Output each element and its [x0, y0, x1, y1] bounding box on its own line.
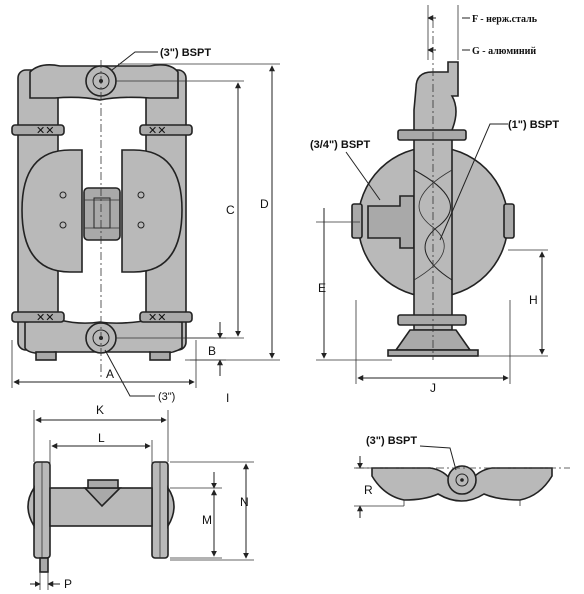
clamp-band: [139, 311, 193, 323]
svg-text:✕✕: ✕✕: [36, 312, 54, 324]
dim-P: P: [64, 577, 72, 591]
dim-H: H: [529, 293, 538, 307]
dim-N: N: [240, 495, 249, 509]
clamp-band: [11, 124, 65, 136]
dim-B: B: [208, 344, 216, 358]
dim-I: I: [226, 391, 229, 405]
label-side-one: (1") BSPT: [508, 119, 559, 131]
side-manifold: [413, 61, 459, 331]
svg-text:✕✕: ✕✕: [36, 125, 54, 137]
label-bottom-port: (3"): [158, 391, 175, 403]
side-flange: [397, 129, 467, 141]
svg-text:✕✕: ✕✕: [148, 125, 166, 137]
svg-text:✕✕: ✕✕: [148, 312, 166, 324]
front-view: ✕✕ ✕✕ ✕✕ ✕✕ (3") BSPT A (3") B: [11, 47, 280, 405]
center-section: [83, 187, 121, 241]
side-view: F - нерж.сталь G - алюминий (3/4") BSPT …: [310, 5, 559, 395]
dim-D: D: [260, 197, 269, 211]
dim-E: E: [318, 281, 326, 295]
dim-A: A: [106, 367, 114, 381]
right-chamber: [121, 149, 183, 273]
clamp-band: [11, 311, 65, 323]
dim-K: K: [96, 403, 104, 417]
left-chamber: [21, 149, 83, 273]
label-g-note: G - алюминий: [472, 46, 536, 57]
clamp-band: [139, 124, 193, 136]
dim-J: J: [430, 381, 436, 395]
dim-C: C: [226, 203, 235, 217]
label-bottom-view-port: (3") BSPT: [366, 435, 417, 447]
foot: [35, 351, 57, 361]
bottom-view: (3") BSPT R: [354, 435, 570, 518]
label-side-air: (3/4") BSPT: [310, 139, 371, 151]
dim-M: M: [202, 513, 212, 527]
label-top-port: (3") BSPT: [160, 47, 211, 59]
dim-R: R: [364, 483, 373, 497]
side-flange: [397, 314, 467, 326]
foot: [149, 351, 171, 361]
label-f-note: F - нерж.сталь: [472, 14, 538, 25]
top-view: K L M N P: [27, 403, 254, 591]
dim-L: L: [98, 431, 105, 445]
